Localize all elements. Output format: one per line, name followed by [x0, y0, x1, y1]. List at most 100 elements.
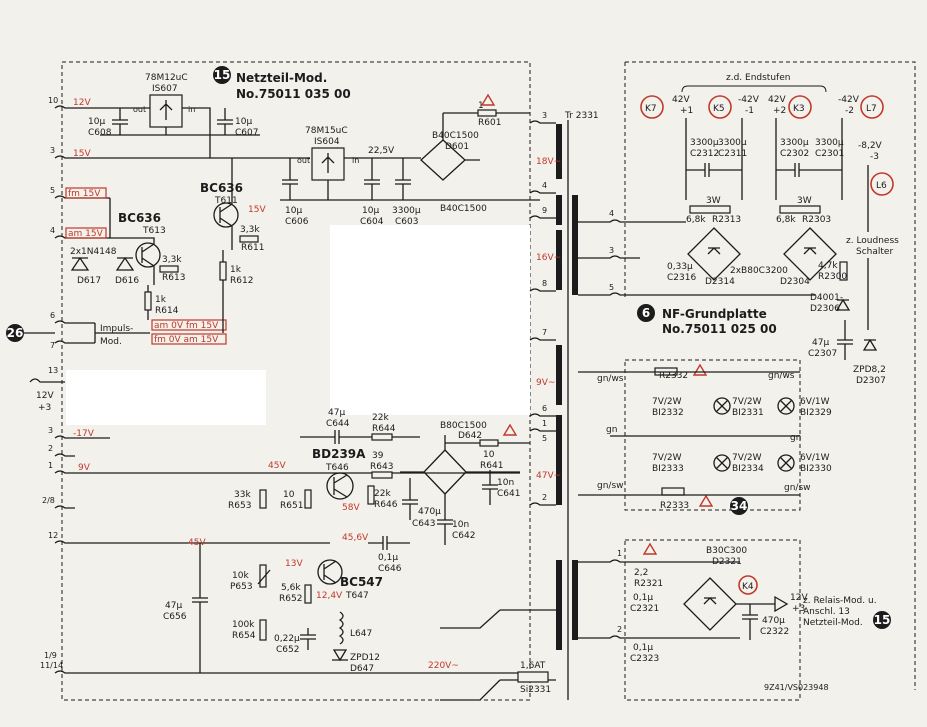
is604-in: in [352, 156, 359, 165]
tap-9: 9 [542, 206, 547, 215]
bridge2-type: B40C1500 [440, 204, 487, 214]
nf-badge [637, 304, 655, 322]
t647-type: BC547 [340, 575, 383, 589]
pin-1: 1 [48, 461, 53, 470]
relais-note-2: Anschl. 13 [803, 607, 850, 617]
pin-voltage-am15v: am 15V [68, 229, 104, 239]
c606-ref: C606 [285, 217, 309, 227]
r601-ref: R601 [478, 118, 501, 128]
is604-ref: IS604 [314, 137, 340, 147]
impuls-badge-number: 26 [7, 326, 24, 340]
terminal-l7-label: L7 [866, 104, 877, 114]
t647-body [317, 559, 343, 585]
inductor-l647: L647 [338, 611, 372, 645]
d2304-body [783, 227, 837, 281]
r2333-ref: R2333 [660, 501, 689, 511]
pin-3: 3 [50, 146, 55, 155]
d2306-ref: D2306 [810, 304, 840, 314]
zener-d647: ZPD12 D647 [332, 649, 380, 674]
r2303-ref: R2303 [802, 215, 831, 225]
wire-gnws-1: gn/ws [597, 374, 624, 384]
warning-icon [642, 542, 658, 555]
terminal-l6 [870, 172, 894, 196]
pin-5: 5 [50, 186, 55, 195]
r2313-ref: R2313 [712, 215, 741, 225]
endstufen-section: z.d. Endstufen K7 K5 K3 L7 L6 42V +1 -42… [578, 73, 899, 386]
tap-7-wire [529, 337, 556, 341]
wire-pin12 [54, 540, 330, 544]
r654-ref: R654 [232, 631, 256, 641]
fuse-body [517, 671, 549, 683]
tr-bar-1 [556, 124, 562, 179]
r644-ref: R644 [372, 424, 396, 434]
r612-value: 1k [230, 265, 242, 275]
t646-ref: T646 [325, 463, 349, 473]
r2303-power: 3W [797, 196, 812, 206]
d2321-ref: D2321 [712, 557, 742, 567]
lamp-bi2331-rating: 7V/2W [732, 397, 762, 407]
loudness-label-1: z. Loudness [846, 236, 899, 246]
d642-ref: D642 [458, 431, 482, 441]
nf-conn-3: 3 [609, 246, 614, 255]
transistor-t646: BD239A T646 45V 58V 45,6V [268, 447, 369, 543]
relais-frame [624, 539, 801, 701]
wire-pin7 [54, 340, 95, 344]
d601-wires [415, 157, 480, 161]
mains-voltage: 220V~ [428, 661, 459, 671]
terminal-k7-label: K7 [645, 104, 657, 114]
c2312-ref: C2312 [690, 149, 719, 159]
r652-body [304, 584, 312, 604]
nf-title: 6 NF-Grundplatte No.75011 025 00 [637, 304, 777, 336]
r653-body [259, 489, 267, 509]
d642-body [423, 449, 467, 495]
c2301-ref: C2301 [815, 149, 844, 159]
r641-value: 10 [483, 450, 495, 460]
d2306-type: D4001- [810, 293, 843, 303]
c2321-value: 0,1µ [633, 593, 653, 603]
rail-m8v2: -8,2V [858, 141, 883, 151]
nf-conn-4: 4 [609, 209, 614, 218]
resistor-r646: 22k R646 [367, 485, 398, 510]
nf-title: NF-Grundplatte [662, 307, 767, 321]
r646-ref: R646 [374, 500, 398, 510]
d642-type: B80C1500 [440, 421, 487, 431]
lamp-bi2332-icon [713, 397, 731, 415]
wire-gnws-2: gn/ws [768, 371, 795, 381]
c2307-ref: C2307 [808, 349, 837, 359]
tap-2: 2 [542, 493, 547, 502]
r2313-power: 3W [706, 196, 721, 206]
mains-switch [440, 609, 501, 701]
is604-out: out [297, 156, 310, 165]
tr-bar-8 [556, 560, 562, 650]
r2313-body [689, 205, 731, 214]
pin-2: 2 [48, 444, 53, 453]
relais-note-3: Netzteil-Mod. [803, 618, 863, 628]
d601-type: B40C1500 [432, 131, 479, 141]
relais-conn-1: 1 [617, 549, 622, 558]
d2307-ref: D2307 [856, 376, 886, 386]
c607-value: 10µ [235, 117, 252, 127]
transistor-t647: BC547 12,4V T647 [316, 559, 383, 601]
is607-symbol [159, 100, 173, 120]
terminal-l7 [860, 95, 884, 119]
module-frames [61, 61, 916, 701]
d2307-type: ZPD8,2 [853, 365, 886, 375]
c644-symbol [300, 430, 360, 444]
tr-bar-4 [556, 345, 562, 405]
module-badge-15 [213, 66, 231, 84]
t611-type: BC636 [200, 181, 243, 195]
voltage-45v-b: 45V [188, 538, 206, 548]
d2304-ref: D2304 [780, 277, 810, 287]
document-code: 9Z41/VS023948 [764, 683, 829, 692]
erased-area-2 [330, 225, 530, 415]
cap-c643: 470µ C643 [402, 478, 441, 529]
c2316-value: 0,33µ [667, 262, 693, 272]
t613-ref: T613 [142, 226, 166, 236]
tap-4: 4 [542, 181, 547, 190]
lamp-badge-number: 34 [731, 499, 748, 513]
terminal-k7 [640, 95, 664, 119]
c641-ref: C641 [497, 489, 520, 499]
is607-input-wire [182, 107, 211, 158]
p653-value: 10k [232, 571, 249, 581]
d2314-ref: D2314 [705, 277, 735, 287]
